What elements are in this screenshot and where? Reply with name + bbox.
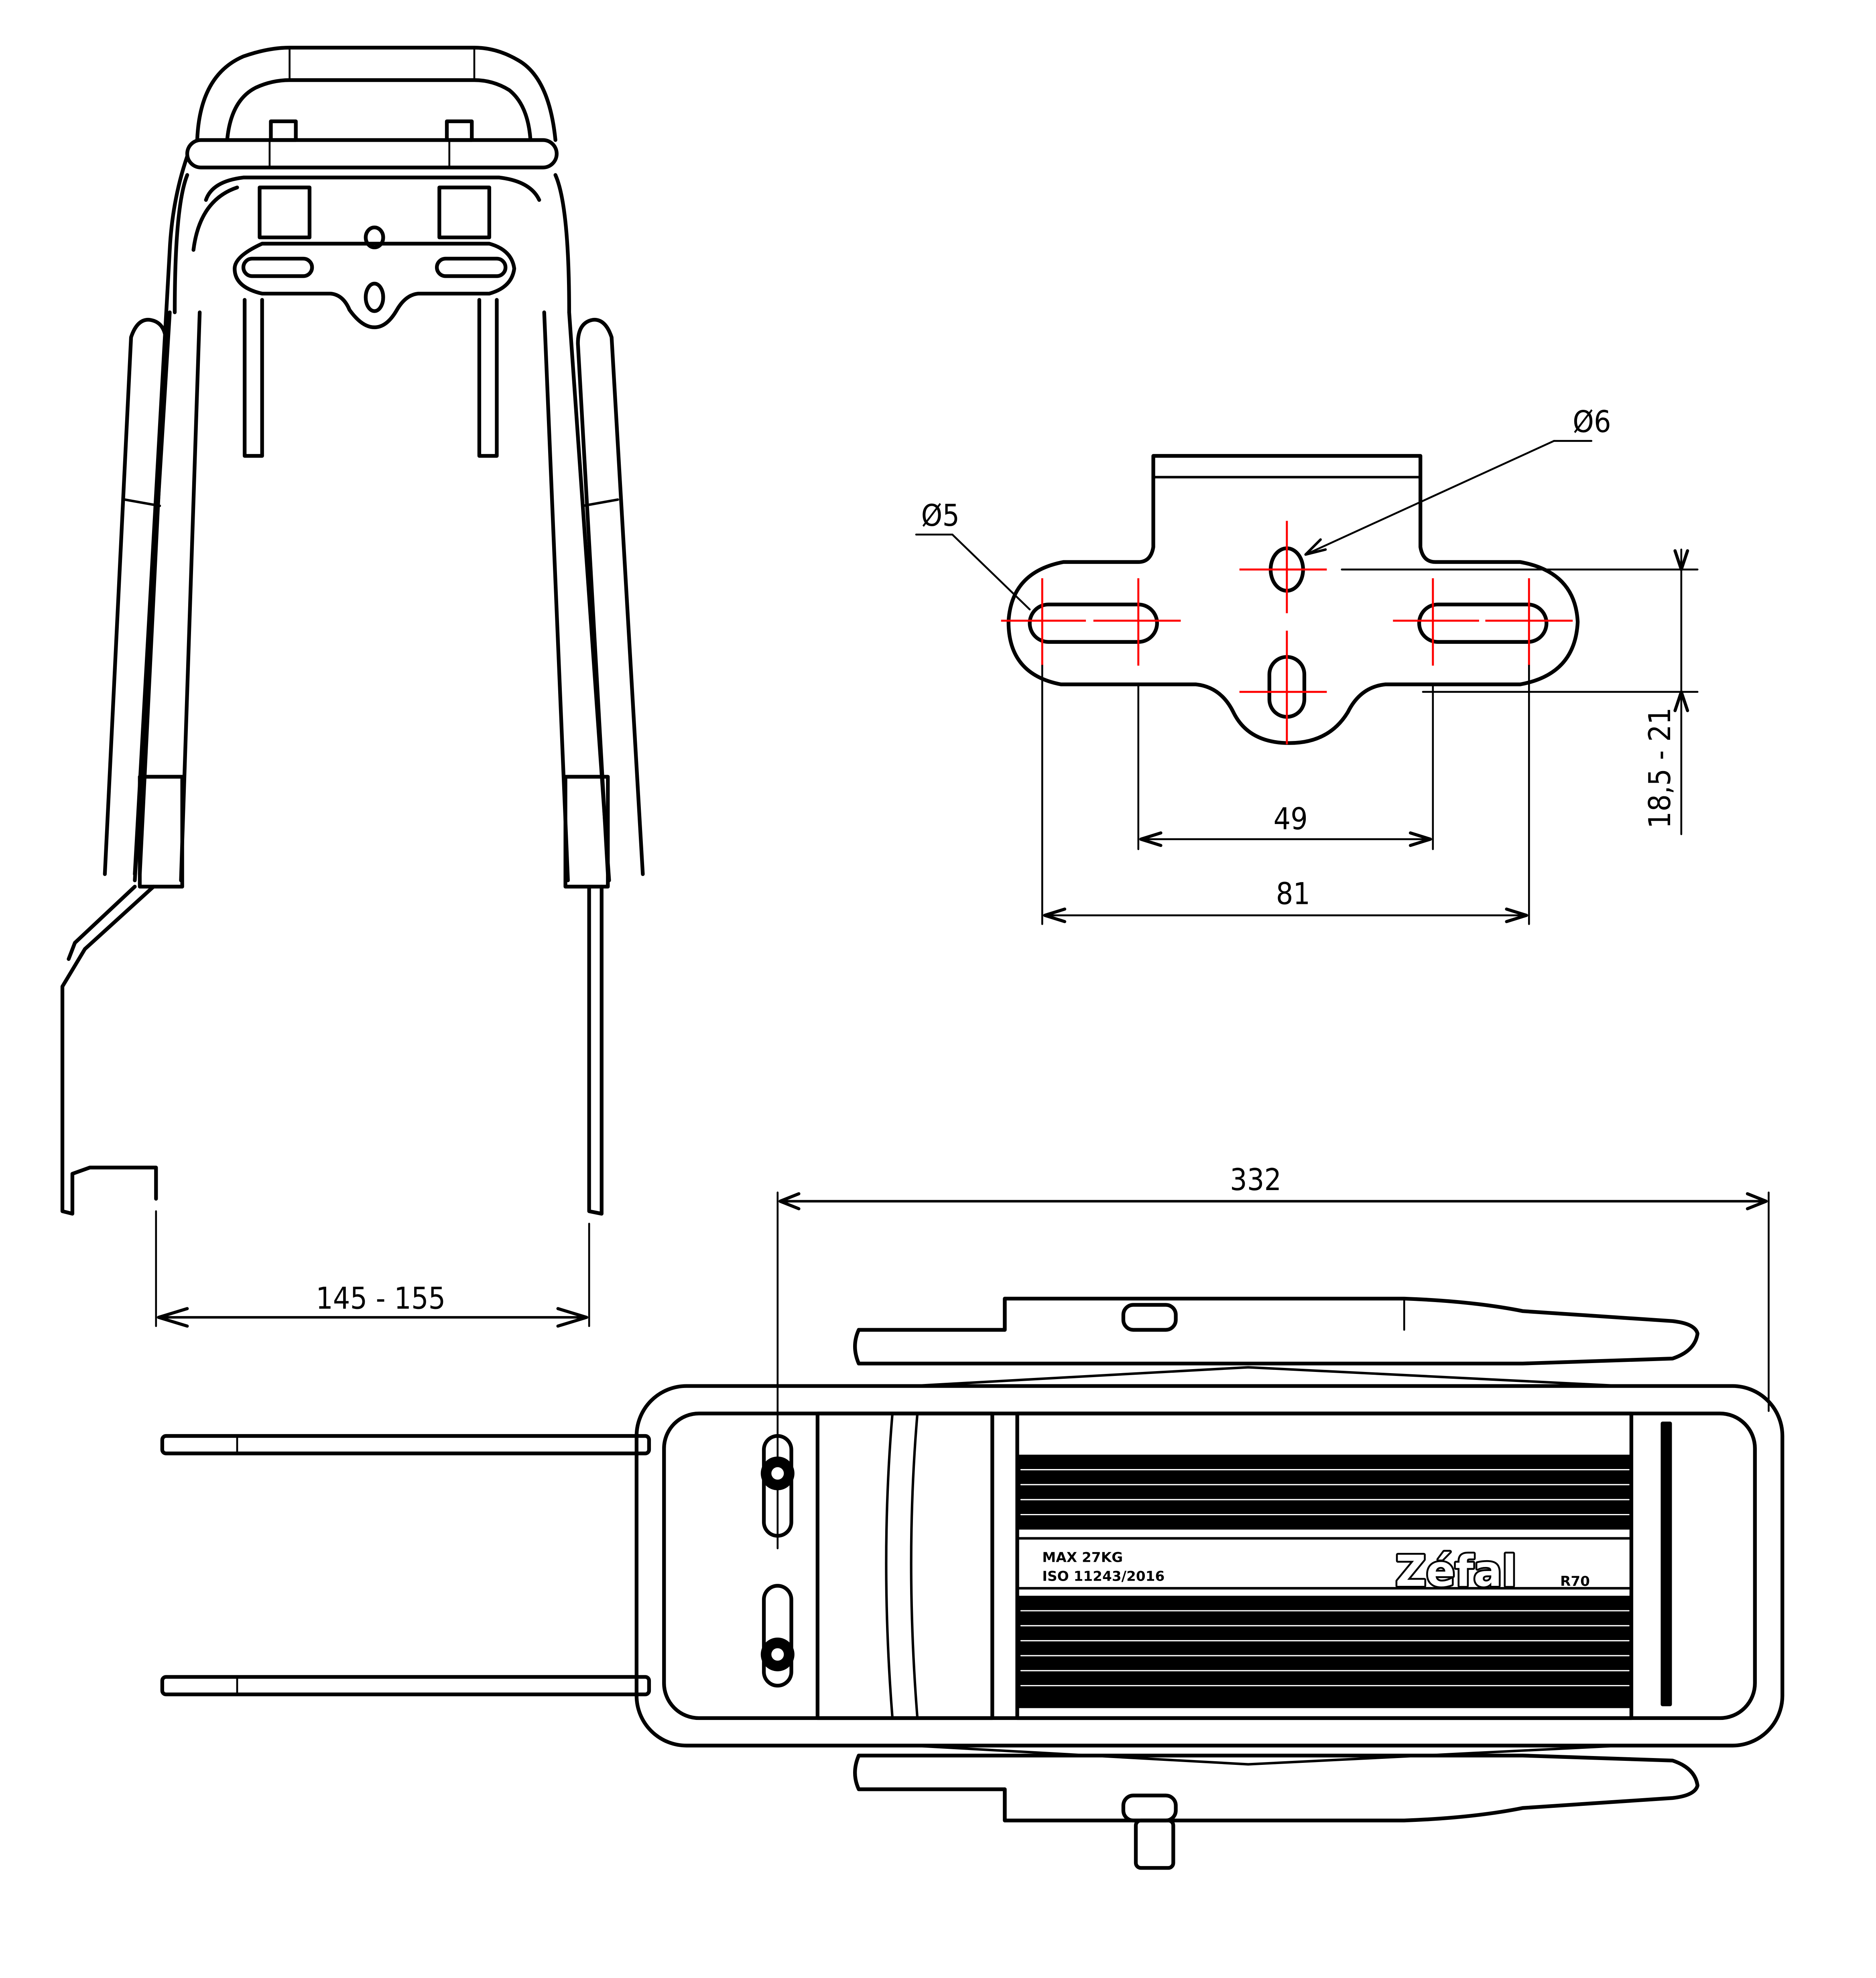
max-load-label: MAX 27KG	[1042, 1550, 1123, 1566]
label-band	[1016, 1537, 1633, 1590]
bracket-dimensions	[915, 440, 1699, 925]
rib-lines	[1020, 1469, 1630, 1687]
bracket-detail	[1006, 454, 1580, 745]
top-view	[160, 1191, 1785, 1870]
front-view	[60, 46, 645, 1216]
dimension-label-hole-5: Ø5	[921, 498, 960, 533]
dimension-145-155	[155, 1210, 590, 1328]
dimension-332	[776, 1191, 1770, 1549]
dimension-label-hole-6: Ø6	[1573, 405, 1611, 440]
brand-logo: Zéfal	[1395, 1547, 1516, 1596]
platform-ribs	[1017, 1455, 1632, 1708]
model-label: R70	[1560, 1573, 1590, 1589]
centerlines	[1001, 521, 1573, 745]
dimension-label-81: 81	[1276, 876, 1310, 911]
iso-standard-label: ISO 11243/2016	[1042, 1568, 1165, 1584]
dimension-label-49: 49	[1273, 802, 1307, 836]
dimension-label-length: 332	[1230, 1162, 1281, 1197]
dimension-label-width: 145 - 155	[316, 1281, 445, 1316]
dimension-label-vertical: 18,5 - 21	[1642, 708, 1677, 829]
